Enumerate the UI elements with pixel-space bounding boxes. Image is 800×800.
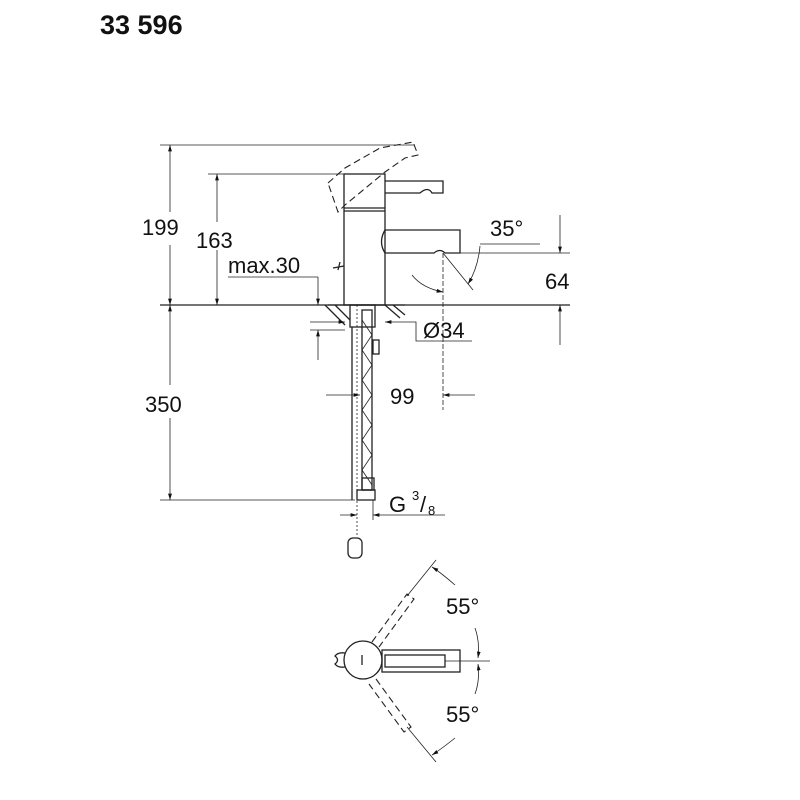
dim-thread-den: 8 (428, 503, 435, 518)
dim-max-deck: max.30 (228, 253, 300, 278)
faucet-top-view (334, 559, 490, 763)
spout (380, 229, 461, 254)
dim-spout-angle: 35° (490, 216, 523, 241)
faucet-body (343, 173, 386, 306)
pop-up-knob (347, 537, 363, 559)
dimension-lines (160, 144, 570, 520)
body-circle (343, 640, 383, 680)
dim-thread-g: G (389, 492, 406, 517)
model-number: 33 596 (100, 10, 183, 40)
dim-hole-diameter: Ø34 (423, 318, 465, 343)
dim-hose-length: 350 (145, 392, 182, 417)
dim-lever-height: 163 (196, 228, 233, 253)
dim-projection: 99 (390, 384, 414, 409)
dim-thread-num: 3 (412, 488, 419, 503)
faucet-side-view (160, 141, 570, 559)
lever-open-outline (327, 141, 419, 214)
dim-spout-height: 64 (545, 269, 569, 294)
lever (385, 180, 444, 194)
dim-total-height: 199 (142, 215, 179, 240)
dim-swivel-left: 55° (446, 594, 479, 619)
dim-swivel-right: 55° (446, 702, 479, 727)
dim-thread-slash: / (420, 492, 427, 517)
hose-nut (356, 489, 376, 501)
